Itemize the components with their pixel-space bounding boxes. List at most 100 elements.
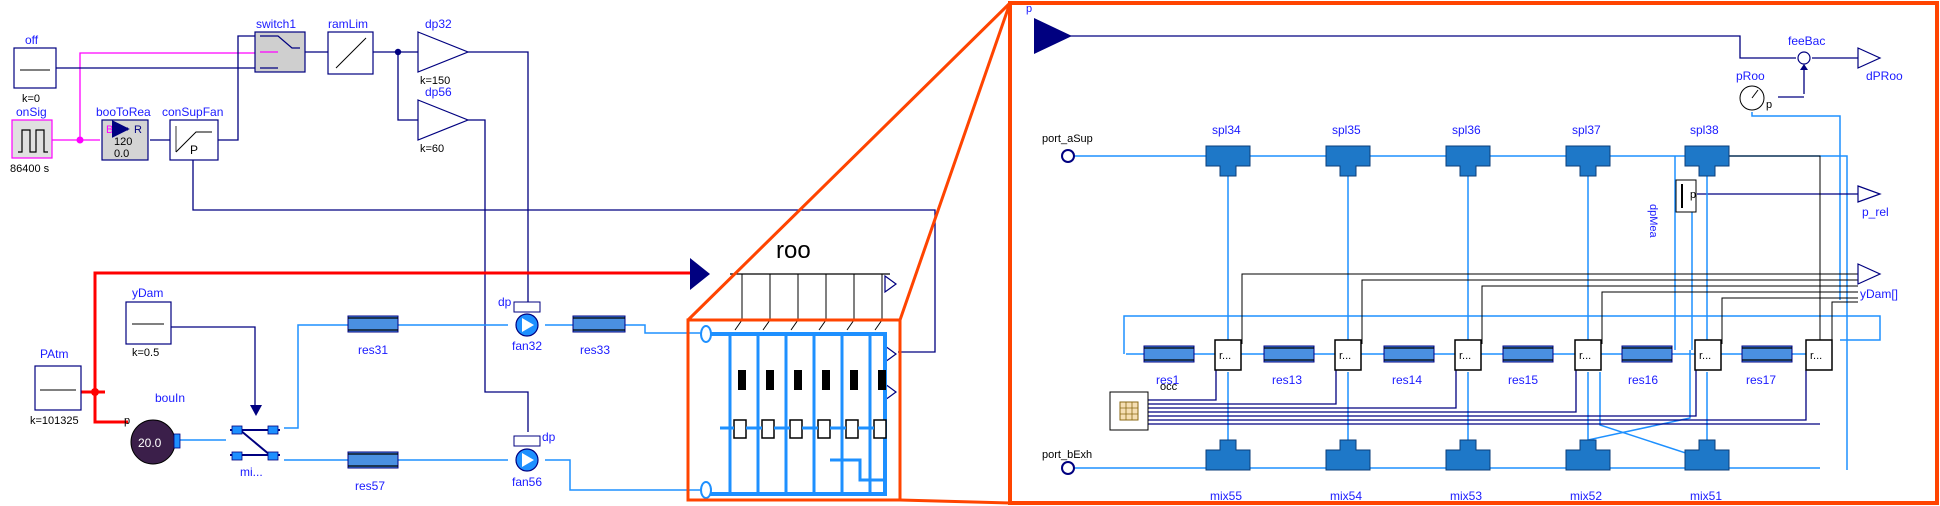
dp32-label: dp32 [425, 17, 452, 31]
ramlim-block[interactable]: ramLim [327, 17, 374, 75]
roo-block[interactable]: roo [690, 237, 898, 499]
room-4-label: r... [1579, 350, 1591, 362]
bouin-value: 20.0 [138, 436, 162, 450]
ydam-block[interactable]: yDam k=0.5 [125, 286, 172, 359]
mixer-mix55[interactable]: mix55 [1205, 439, 1251, 503]
fan32-label: fan32 [512, 339, 542, 353]
port-bexh[interactable]: port_bExh [1042, 449, 1092, 475]
p-rel-label: p_rel [1862, 205, 1889, 219]
res31-resistance[interactable]: res31 [347, 315, 399, 357]
splitter-spl37[interactable]: spl37 [1565, 123, 1611, 177]
res15-resistance[interactable]: res15 [1502, 345, 1554, 387]
room-6-label: r... [1810, 350, 1822, 362]
mix55-label: mix55 [1210, 489, 1242, 503]
onsig-block[interactable]: onSig 86400 s [10, 105, 53, 175]
proo-port: p [1766, 99, 1772, 111]
bootorea-b: B [106, 124, 113, 136]
splitter-spl38[interactable]: spl38 [1684, 123, 1730, 177]
room-3-label: r... [1459, 350, 1471, 362]
spl37-label: spl37 [1572, 123, 1601, 137]
ramlim-label: ramLim [328, 17, 368, 31]
fan56-port: dp [542, 430, 556, 444]
occ-label: occ [1160, 381, 1178, 393]
dpmea-port: p [1690, 189, 1696, 201]
res17-resistance[interactable]: res17 [1741, 345, 1793, 387]
res14-resistance[interactable]: res14 [1383, 345, 1435, 387]
onsig-label: onSig [16, 105, 47, 119]
room-2-label: r... [1339, 350, 1351, 362]
port-asup[interactable]: port_aSup [1042, 133, 1093, 163]
room-2[interactable]: r... [1334, 339, 1362, 371]
res33-resistance[interactable]: res33 [572, 315, 626, 357]
mixer-block[interactable]: y mi... [226, 405, 284, 479]
off-label: off [25, 33, 39, 47]
splitter-spl35[interactable]: spl35 [1325, 123, 1371, 177]
bootorea-r: R [134, 124, 142, 136]
room-1-label: r... [1219, 350, 1231, 362]
mixer-mix52[interactable]: mix52 [1565, 439, 1611, 503]
mixer-mix54[interactable]: mix54 [1325, 439, 1371, 503]
ydam-out-label: yDam[] [1860, 287, 1898, 301]
room-4[interactable]: r... [1574, 339, 1602, 371]
res17-label: res17 [1746, 373, 1776, 387]
fan32-port: dp [498, 295, 512, 309]
fan56-fan[interactable]: dp fan56 [512, 430, 556, 489]
consupfan-block[interactable]: conSupFan P [162, 105, 223, 161]
spl38-label: spl38 [1690, 123, 1719, 137]
right-wires [1070, 35, 1881, 470]
mix54-label: mix54 [1330, 489, 1362, 503]
room-5-label: r... [1699, 350, 1711, 362]
splitter-spl36[interactable]: spl36 [1445, 123, 1491, 177]
room-3[interactable]: r... [1454, 339, 1482, 371]
p-rel-output[interactable]: p_rel [1857, 185, 1889, 219]
bootorea-v1: 120 [114, 136, 132, 148]
fan32-fan[interactable]: dp fan32 [498, 295, 542, 353]
mixer-mix51[interactable]: mix51 [1684, 439, 1730, 503]
switch1-label: switch1 [256, 17, 296, 31]
dp56-gain[interactable]: dp56 k=60 [417, 85, 470, 155]
res14-label: res14 [1392, 373, 1422, 387]
res57-resistance[interactable]: res57 [347, 451, 399, 493]
room-5[interactable]: r... [1694, 339, 1722, 371]
dp32-param: k=150 [420, 75, 450, 87]
off-block[interactable]: off k=0 [13, 33, 57, 105]
feebac-block[interactable]: feeBac [1788, 34, 1825, 70]
mixer-label: mi... [240, 465, 263, 479]
dp32-gain[interactable]: dp32 k=150 [417, 17, 470, 87]
off-param: k=0 [22, 93, 40, 105]
left-wires [50, 35, 936, 491]
p-input-label: p [1026, 3, 1032, 15]
res15-label: res15 [1508, 373, 1538, 387]
res1-label: res1 [1156, 373, 1180, 387]
switch1-block[interactable]: switch1 [254, 17, 306, 73]
bouin-port: p [124, 415, 130, 427]
mix52-label: mix52 [1570, 489, 1602, 503]
dpmea-label: dpMea [1647, 204, 1659, 239]
bootorea-label: booToRea [96, 105, 151, 119]
p-input[interactable]: p [1026, 3, 1072, 54]
res16-resistance[interactable]: res16 [1621, 345, 1673, 387]
mix51-label: mix51 [1690, 489, 1722, 503]
proo-sensor[interactable]: pRoo p [1736, 69, 1772, 111]
feebac-label: feeBac [1788, 34, 1825, 48]
dproo-output[interactable]: dPRoo [1857, 47, 1903, 83]
ydam-param: k=0.5 [132, 347, 159, 359]
zoom-highlight [686, 1, 1939, 505]
bootorea-v2: 0.0 [114, 148, 129, 160]
roo-label: roo [776, 237, 811, 264]
room-1[interactable]: r... [1214, 339, 1242, 371]
bootorea-block[interactable]: booToRea B R 120 0.0 [96, 105, 151, 161]
res13-label: res13 [1272, 373, 1302, 387]
patm-label: PAtm [40, 347, 68, 361]
dpmea-sensor[interactable]: dpMea p [1647, 179, 1697, 239]
res13-resistance[interactable]: res13 [1263, 345, 1315, 387]
bouin-boundary[interactable]: bouIn p 20.0 [124, 391, 185, 465]
occ-table[interactable]: occ [1109, 381, 1178, 431]
splitter-spl34[interactable]: spl34 [1205, 123, 1251, 177]
patm-block[interactable]: PAtm k=101325 [30, 347, 82, 427]
ydam-output[interactable]: yDam[] [1857, 263, 1898, 301]
res1-resistance[interactable]: res1 [1143, 345, 1195, 387]
mixer-mix53[interactable]: mix53 [1445, 439, 1491, 503]
room-6[interactable]: r... [1805, 339, 1833, 371]
